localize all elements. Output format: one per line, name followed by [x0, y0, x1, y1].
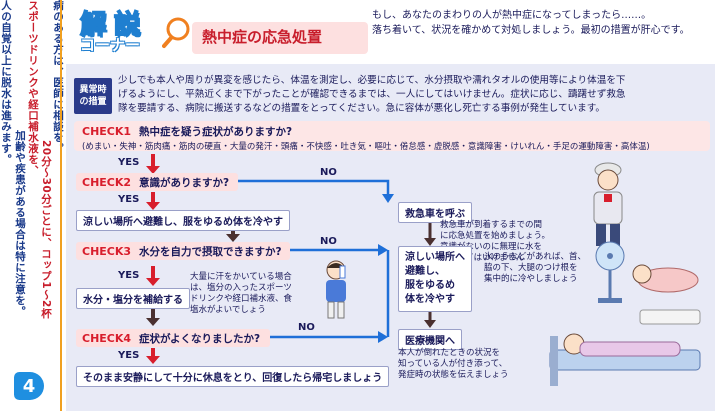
check1-label: CHECK1	[82, 124, 132, 138]
intro-line-1: もし、あなたのまわりの人が熱中症になってしまったら……。	[372, 10, 652, 21]
side-text-2b: 20分〜30分ごとに、コップ1〜2杯	[40, 140, 52, 319]
check1: CHECK1 熱中症を疑う症状がありますか?	[76, 122, 298, 140]
ambulance-note-1: 救急車が到着するまでの間	[440, 220, 543, 230]
intro-text: もし、あなたのまわりの人が熱中症になってしまったら……。 落ち着いて、状況を確か…	[372, 8, 708, 38]
cool-right-2: 避難し、	[405, 266, 445, 277]
hospital-note-3: 発症時の状態を伝えましょう	[398, 370, 509, 380]
emergency-line-3: 隊を要請する、病院に搬送するなどの措置をとってください。急に容体が悪化し死亡する…	[118, 103, 605, 114]
yes-label-4: YES	[118, 350, 140, 361]
emergency-line-1: 少しでも本人や周りが異変を感じたら、体温を測定し、必要に応じて、水分摂取や濡れタ…	[118, 75, 626, 86]
action-hydrate: 水分・塩分を補給する	[76, 288, 190, 309]
medical-institution-box: 医療機関へ	[398, 329, 462, 350]
ambulance-note-4: 飲ませてはいけません	[440, 253, 525, 263]
page-number: 4	[22, 375, 36, 397]
bed-patient-illustration	[549, 309, 701, 386]
water-note-4: 塩水がよいでしょう	[190, 305, 266, 315]
check2: CHECK2 意識がありますか?	[76, 173, 238, 191]
title-box	[192, 22, 368, 54]
yes-label-3: YES	[118, 270, 140, 281]
emergency-line-2: げるようにし、平熱近くまで下がったことが確認できるまでは、一人にしてはいけません…	[118, 89, 626, 100]
resting-person-illustration	[595, 241, 699, 303]
side-text-1: 人の自覚以上に脱水は進みます。	[0, 0, 12, 165]
ambulance-note-3: 意識がないのに無理に水を	[440, 242, 543, 252]
cool-note-2: 脇の下、大腿のつけ根を	[484, 263, 578, 273]
check2-question: 意識がありますか?	[139, 176, 230, 189]
check1-box	[74, 121, 710, 151]
side-text-2: スポーツドリンクや経口補水液を、	[27, 0, 39, 176]
hospital-note: 本人が倒れたときの状況を 知っている人が付き添って、 発症時の状態を伝えましょう	[398, 348, 509, 381]
no-arrow-check3	[378, 244, 388, 256]
check3-label: CHECK3	[82, 244, 132, 258]
water-note-2: は、塩分の入ったスポーツ	[190, 283, 292, 293]
check2-label: CHECK2	[82, 175, 132, 189]
hospital-note-1: 本人が倒れたときの状況を	[398, 348, 501, 358]
cool-right-3: 服をゆるめ	[405, 280, 455, 291]
check3: CHECK3 水分を自力で摂取できますか?	[76, 242, 290, 260]
corner-char-1: 解	[79, 9, 107, 41]
magnifier-icon	[162, 17, 190, 48]
no-arrow-check4	[378, 331, 388, 343]
paramedic-illustration	[593, 162, 623, 246]
cool-right-4: 体を冷やす	[405, 294, 455, 305]
action-cool-body: 涼しい場所へ避難し、服をゆるめ体を冷やす	[76, 210, 290, 231]
emergency-text: 少しでも本人や周りが異変を感じたら、体温を測定し、必要に応じて、水分摂取や濡れタ…	[118, 74, 708, 116]
cool-down-arrow	[424, 320, 436, 328]
emergency-label: 異常時の措置	[74, 78, 112, 114]
dark-arrows	[146, 228, 240, 326]
yes-label-1: YES	[118, 157, 140, 168]
check4-label: CHECK4	[82, 331, 132, 345]
check3-question: 水分を自力で摂取できますか?	[139, 245, 282, 258]
intro-line-2: 落ち着いて、状況を確かめて対処しましょう。最初の措置が肝心です。	[372, 25, 690, 36]
no-label-2: NO	[320, 167, 337, 178]
cool-place-box: 涼しい場所へ 避難し、 服をゆるめ 体を冷やす	[398, 246, 472, 312]
cool-right-1: 涼しい場所へ	[405, 252, 465, 263]
check1-question: 熱中症を疑う症状がありますか?	[139, 125, 293, 138]
side-divider	[60, 0, 62, 411]
page-number-badge: 4	[14, 372, 44, 400]
water-note-1: 大量に汗をかいている場合	[190, 272, 292, 282]
ambulance-down-arrow	[424, 238, 436, 246]
ambulance-note-2: に応急処置を始めましょう。	[440, 231, 550, 241]
call-ambulance-box: 救急車を呼ぶ	[398, 202, 472, 223]
yes-arrows	[146, 154, 160, 364]
no-label-4: NO	[298, 322, 315, 333]
emergency-label-2: の措置	[79, 97, 107, 107]
cool-note-1: 氷のうなどがあれば、首、	[484, 252, 587, 262]
cool-note-3: 集中的に冷やしましょう	[484, 274, 578, 284]
side-text-1b: 加齢や疾患がある場合は特に注意を。	[14, 130, 26, 317]
drinking-person-illustration	[326, 260, 346, 319]
check4: CHECK4 症状がよくなりましたか?	[76, 329, 270, 347]
hospital-note-2: 知っている人が付き添って、	[398, 359, 508, 369]
water-note: 大量に汗をかいている場合 は、塩分の入ったスポーツ ドリンクや経口補水液、食 塩…	[190, 272, 292, 316]
ambulance-note: 救急車が到着するまでの間 に応急処置を始めましょう。 意識がないのに無理に水を …	[440, 220, 550, 264]
kaisetsu-corner-logo: 解 説 コーナー	[74, 4, 184, 60]
water-note-3: ドリンクや経口補水液、食	[190, 294, 293, 304]
check4-question: 症状がよくなりましたか?	[139, 332, 261, 345]
cool-note: 氷のうなどがあれば、首、 脇の下、大腿のつけ根を 集中的に冷やしましょう	[484, 252, 586, 285]
corner-char-2: 説	[113, 9, 141, 41]
no-line-check2	[238, 179, 390, 195]
check1-symptoms: (めまい・失神・筋肉痛・筋肉の硬直・大量の発汗・頭痛・不快感・吐き気・嘔吐・倦怠…	[82, 142, 650, 152]
no-label-3: NO	[320, 236, 337, 247]
page-title: 熱中症の応急処置	[202, 28, 323, 46]
corner-sub: コーナー	[80, 36, 141, 54]
emergency-label-1: 異常時	[79, 85, 107, 95]
action-final-rest: そのまま安静にして十分に休息をとり、回復したら帰宅しましょう	[76, 366, 390, 387]
yes-label-2: YES	[118, 194, 140, 205]
no-arrow-check2	[382, 194, 394, 203]
